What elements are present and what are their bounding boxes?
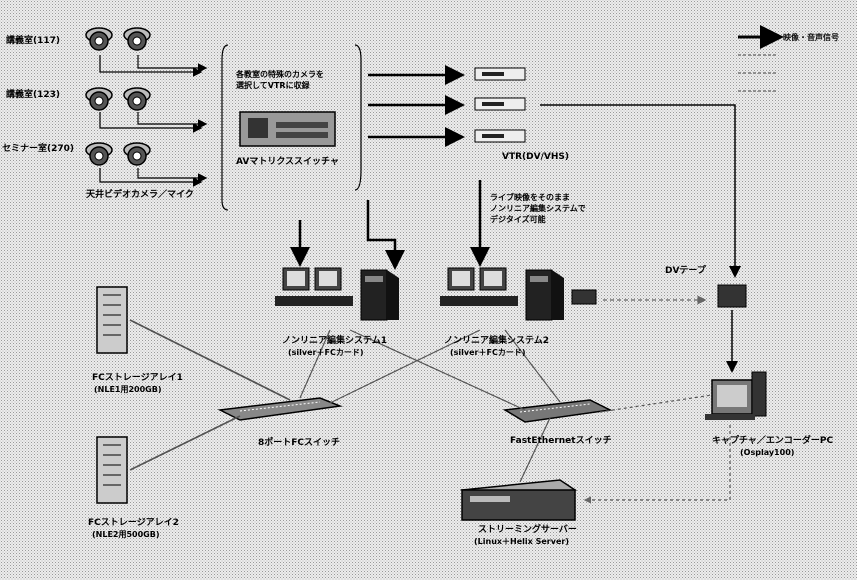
vtr-arrows (368, 75, 460, 137)
dv-tape-line (540, 105, 735, 275)
encoder-pc-label: キャプチャ／エンコーダーPC (712, 436, 833, 447)
room-label-270: セミナー室(270) (2, 144, 74, 155)
nle2-sublabel: (silver＋FCカード) (450, 348, 525, 358)
vtr-label: VTR(DV/VHS) (502, 152, 569, 163)
matrix-note-line2: 選択してVTRに収録 (236, 81, 310, 91)
room-label-123: 講義室(123) (6, 90, 60, 101)
ethernet-switch-label: FastEthernetスイッチ (510, 436, 612, 447)
live-note-line1: ライブ映像をそのまま (490, 193, 570, 203)
camera-caption: 天井ビデオカメラ／マイク (86, 190, 194, 201)
fc-storage2-label: FCストレージアレイ2 (88, 518, 179, 529)
encoder-pc-icon (705, 372, 766, 420)
legend-video-audio: 映像・音声信号 (783, 32, 839, 43)
nle2-workstation-icon (440, 268, 564, 320)
encoder-pc-sublabel: (Osplay100) (740, 448, 794, 458)
dv-tape-icon (718, 285, 746, 307)
live-note-line2: ノンリニア編集システムで (490, 204, 586, 214)
live-note-line3: デジタイズ可能 (490, 215, 546, 225)
fc-storage1-icon (97, 287, 127, 353)
nle1-workstation-icon (275, 268, 399, 320)
dv-tape-label: DVテープ (665, 266, 706, 277)
nle2-label: ノンリニア編集システム2 (444, 336, 549, 347)
nle1-label: ノンリニア編集システム1 (282, 336, 387, 347)
camera-signal-lines (100, 55, 205, 182)
room-label-117: 講義室(117) (6, 36, 60, 47)
fc-storage2-sublabel: (NLE2用500GB) (92, 530, 160, 540)
streaming-server-icon (462, 480, 575, 520)
fc-storage1-label: FCストレージアレイ1 (92, 373, 183, 384)
ethernet-switch-icon (505, 400, 610, 422)
right-bracket (355, 45, 361, 190)
streaming-server-sublabel: (Linux＋Helix Server) (474, 537, 569, 547)
matrix-note-line1: 各教室の特殊のカメラを (236, 70, 324, 80)
down-arrows (300, 180, 480, 265)
fc-storage1-sublabel: (NLE1用200GB) (94, 385, 162, 395)
matrix-label: AVマトリクススイッチャ (236, 157, 339, 168)
nle1-sublabel: (silver＋FCカード) (288, 348, 363, 358)
vtr-icon (475, 68, 525, 142)
deck-icon (572, 290, 596, 304)
left-bracket (222, 45, 228, 210)
fc-switch-label: 8ポートFCスイッチ (258, 438, 340, 449)
streaming-server-label: ストリーミングサーバー (478, 525, 577, 536)
av-matrix-switcher-icon (240, 112, 335, 146)
legend-lines (738, 37, 778, 91)
camera-icon (86, 28, 150, 165)
fc-storage2-icon (97, 437, 127, 503)
